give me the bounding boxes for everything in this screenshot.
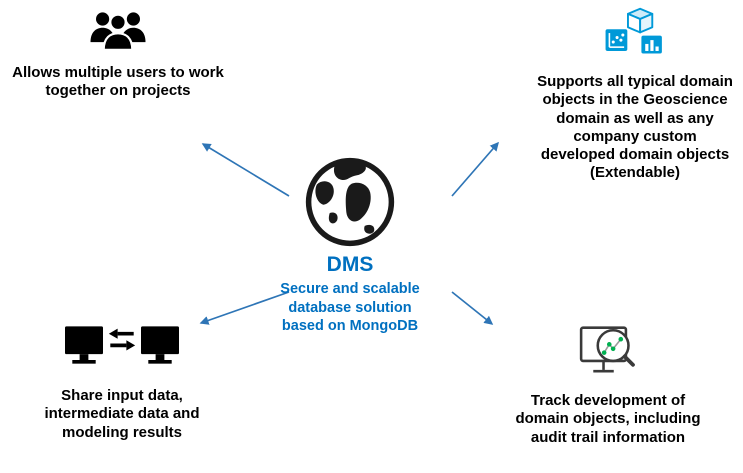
node-share-data: Share input data, intermediate data and … (33, 322, 211, 442)
globe-icon (272, 156, 428, 248)
users-group-icon (12, 8, 224, 52)
node-label: Track development of domain objects, inc… (515, 392, 701, 446)
node-label: Supports all typical domain objects in t… (537, 73, 733, 182)
arrow-top-right (451, 141, 499, 197)
center-subtitle: Secure and scalable database solution ba… (280, 281, 420, 335)
audit-trail-monitor-icon (505, 320, 711, 384)
domain-objects-cube-charts-icon (537, 6, 733, 55)
node-label: Share input data, intermediate data and … (44, 387, 200, 441)
node-label: Allows multiple users to work together o… (12, 64, 224, 100)
node-center-dms: DMS Secure and scalable database solutio… (272, 156, 428, 336)
node-domain-objects: Supports all typical domain objects in t… (537, 6, 733, 183)
arrow-bottom-right (451, 291, 494, 325)
share-monitors-icon (33, 322, 211, 379)
node-collaboration: Allows multiple users to work together o… (12, 8, 224, 101)
node-audit-trail: Track development of domain objects, inc… (505, 320, 711, 447)
center-title: DMS (326, 253, 374, 276)
